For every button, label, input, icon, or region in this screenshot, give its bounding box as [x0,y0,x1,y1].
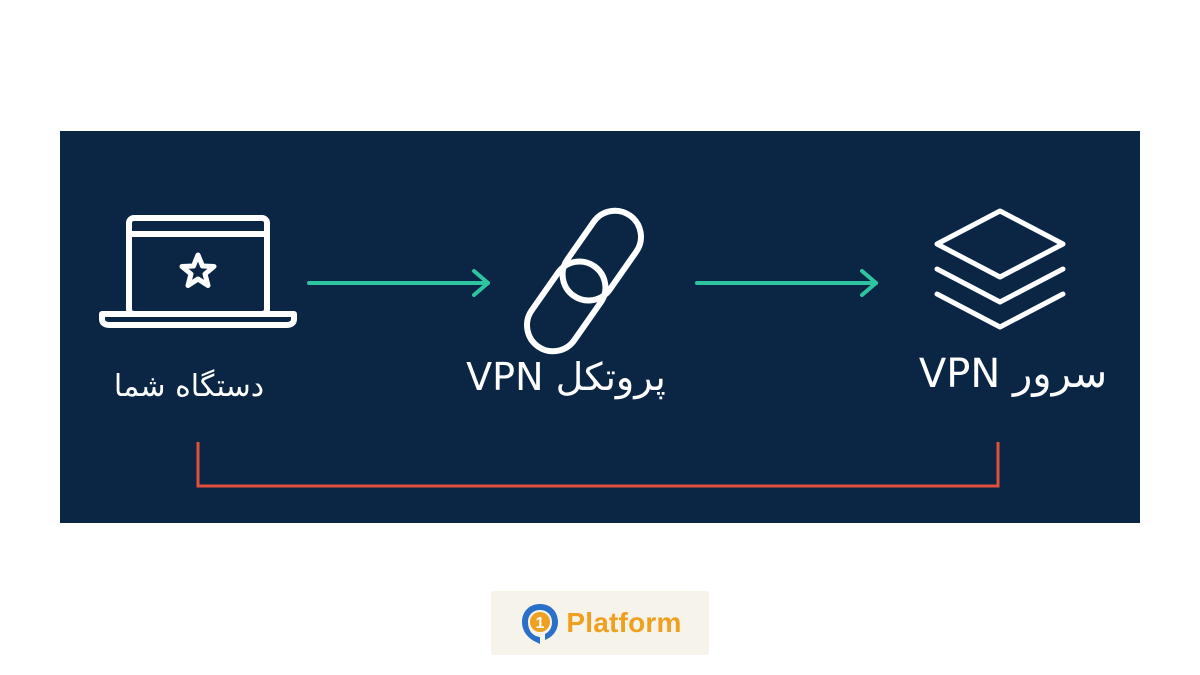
brand-name: Platform [566,607,682,638]
brand-logo: 1 Platform [491,591,709,655]
brand-digit: 1 [536,615,545,632]
diagram-panel: دستگاه شما VPN پروتکل VPN سرور [60,131,1140,523]
arrow-device-to-protocol [307,269,490,297]
arrow-protocol-to-server [695,269,878,297]
diagram-canvas [99,207,1066,488]
laptop-star-icon [99,215,297,328]
brand-mark-icon: 1 [522,604,559,644]
chain-link-icon [524,207,644,355]
label-vpn-server: VPN سرور [918,351,1108,397]
label-vpn-protocol: VPN پروتکل [466,355,666,399]
connector-device-to-server [196,442,1000,488]
layers-stack-icon [934,208,1066,330]
label-your-device: دستگاه شما [113,369,265,404]
